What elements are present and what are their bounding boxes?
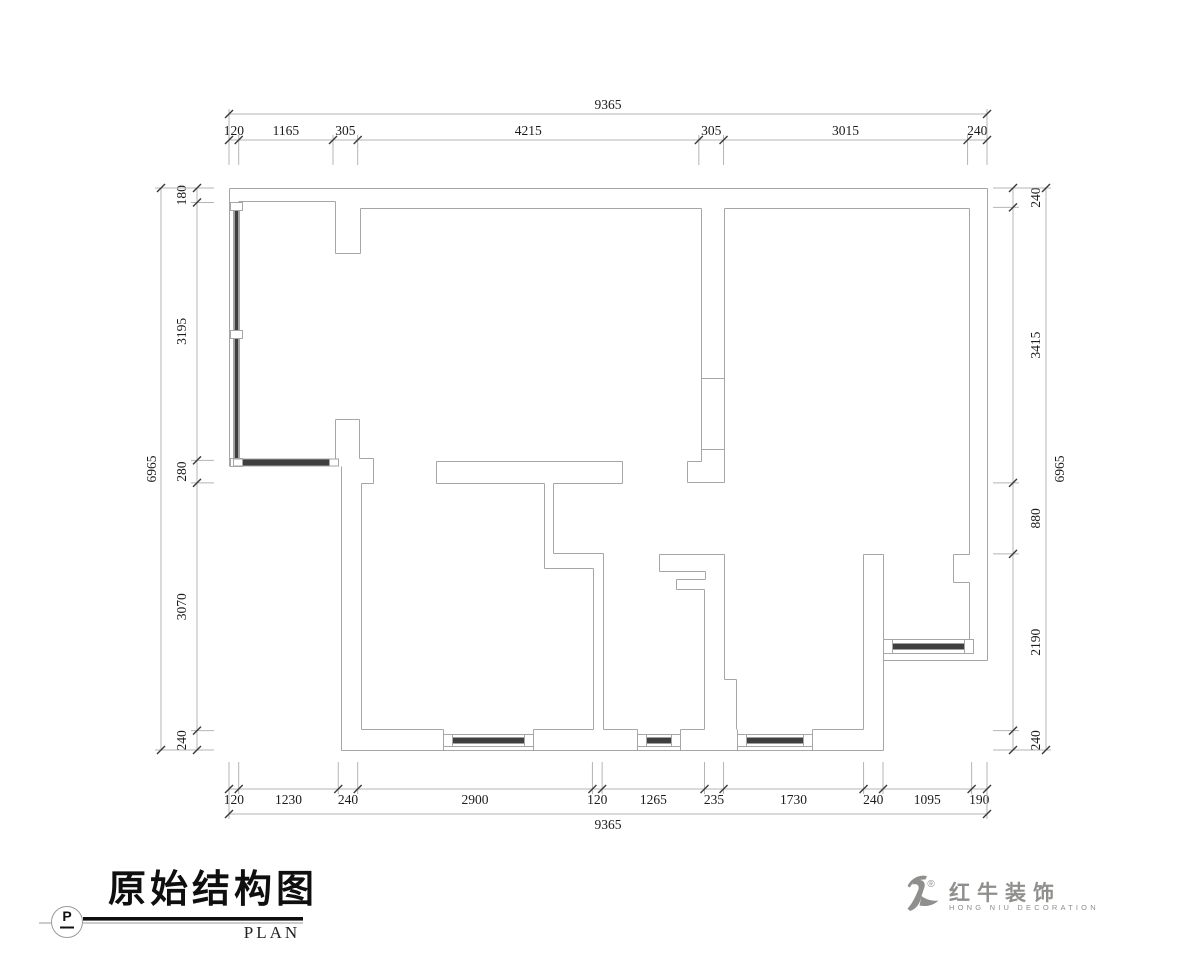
svg-text:1730: 1730 xyxy=(780,792,807,807)
svg-text:1095: 1095 xyxy=(914,792,941,807)
title-thick-rule xyxy=(83,917,303,921)
svg-text:9365: 9365 xyxy=(595,817,622,832)
svg-text:120: 120 xyxy=(224,792,245,807)
logo-company-name-en: HONG NIU DECORATION xyxy=(949,903,1099,912)
walls-linework xyxy=(229,188,988,751)
svg-text:305: 305 xyxy=(335,123,356,138)
section-symbol-circle xyxy=(51,906,83,938)
windows-linework xyxy=(230,202,974,747)
svg-text:3070: 3070 xyxy=(174,593,189,620)
svg-text:280: 280 xyxy=(174,461,189,482)
svg-text:3195: 3195 xyxy=(174,318,189,345)
svg-text:240: 240 xyxy=(1028,730,1043,751)
svg-text:9365: 9365 xyxy=(595,97,622,112)
dimension-annotations: 120 1165 305 4215 305 3015 240 9365 120 1230 240 29… xyxy=(144,97,1067,832)
svg-text:1265: 1265 xyxy=(640,792,667,807)
svg-text:4215: 4215 xyxy=(515,123,542,138)
svg-text:3415: 3415 xyxy=(1028,331,1043,358)
svg-text:240: 240 xyxy=(338,792,359,807)
svg-text:305: 305 xyxy=(701,123,722,138)
svg-text:240: 240 xyxy=(863,792,884,807)
svg-text:3015: 3015 xyxy=(832,123,859,138)
svg-text:120: 120 xyxy=(224,123,245,138)
svg-text:2900: 2900 xyxy=(462,792,489,807)
svg-text:190: 190 xyxy=(969,792,990,807)
drawing-title-en: PLAN xyxy=(244,923,300,942)
svg-text:235: 235 xyxy=(704,792,725,807)
svg-text:240: 240 xyxy=(1028,187,1043,208)
section-symbol-letter: P xyxy=(62,908,71,924)
title-block: 原始结构图 P PLAN xyxy=(39,869,318,942)
drawing-title: 原始结构图 xyxy=(108,869,318,911)
svg-text:1230: 1230 xyxy=(275,792,302,807)
svg-text:240: 240 xyxy=(174,730,189,751)
logo-company-name: 红牛装饰 xyxy=(949,881,1061,905)
svg-text:240: 240 xyxy=(967,123,988,138)
svg-text:880: 880 xyxy=(1028,508,1043,529)
company-logo: ® 红牛装饰 HONG NIU DECORATION xyxy=(907,875,1099,912)
svg-text:120: 120 xyxy=(587,792,608,807)
svg-text:2190: 2190 xyxy=(1028,629,1043,656)
svg-text:180: 180 xyxy=(174,185,189,206)
registered-trademark: ® xyxy=(927,879,935,890)
bull-logo-icon xyxy=(907,875,939,911)
svg-text:6965: 6965 xyxy=(144,455,159,482)
svg-text:6965: 6965 xyxy=(1052,455,1067,482)
svg-text:1165: 1165 xyxy=(273,123,300,138)
